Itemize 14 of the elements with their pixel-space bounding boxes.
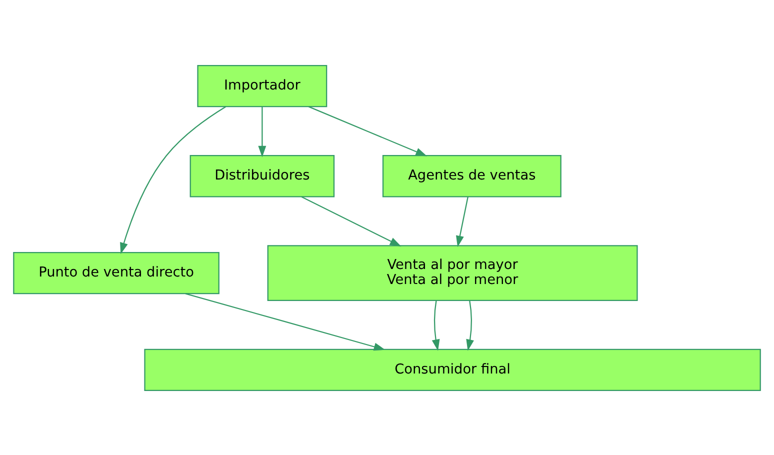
node-box: Importador <box>197 64 328 107</box>
arrow <box>258 106 266 157</box>
node-box: Distribuidores <box>190 154 335 197</box>
node-box: Punto de venta directo <box>13 251 220 294</box>
node-box: Venta al por mayor Venta al por menor <box>267 244 638 300</box>
node-box: Consumidor final <box>144 348 761 390</box>
arrow <box>301 196 402 246</box>
arrow <box>456 196 468 247</box>
arrow <box>466 300 474 350</box>
arrow <box>308 106 428 156</box>
arrow <box>120 106 226 254</box>
arrow <box>185 292 386 350</box>
node-box: Agentes de ventas <box>382 154 562 197</box>
arrow <box>432 300 440 350</box>
